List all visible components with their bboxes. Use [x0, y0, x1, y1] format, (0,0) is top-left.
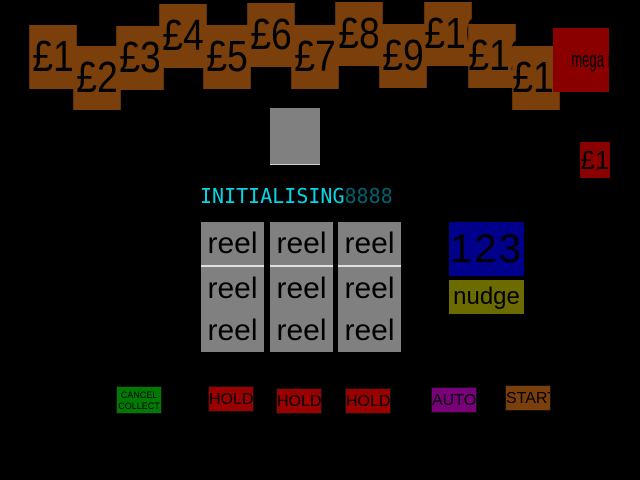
trail-box-5: £5: [203, 25, 251, 89]
trail-box-12: £12: [468, 24, 516, 88]
reel-3-symbol-middle: reel: [344, 272, 395, 305]
trail-box-10: £10: [424, 2, 472, 66]
trail-box-6: £6: [247, 3, 295, 67]
trail-box-8: £8: [335, 2, 383, 66]
cancel-collect-button[interactable]: CANCEL COLLECT: [116, 386, 162, 414]
number-display: 123: [449, 222, 524, 276]
reel-1-symbol-middle: reel: [207, 272, 258, 305]
trail-box-3: £3: [116, 26, 164, 90]
reel-3: reel reel reel: [338, 222, 401, 352]
start-button[interactable]: START: [505, 385, 551, 411]
trail-box-15: £15: [512, 46, 560, 110]
feature-window: [270, 108, 320, 165]
reel-1: reel reel reel: [201, 222, 264, 352]
status-display: INITIALISING8888: [200, 184, 393, 208]
reel-1-symbol-top: reel: [201, 222, 264, 267]
reel-2: reel reel reel: [270, 222, 333, 352]
trail-box-9: £9: [379, 24, 427, 88]
trail-box-2: £2: [73, 46, 121, 110]
reel-3-symbol-top: reel: [338, 222, 401, 267]
auto-button[interactable]: AUTO: [431, 387, 477, 413]
status-text: INITIALISING: [200, 184, 345, 208]
hold-button-1[interactable]: HOLD: [208, 386, 254, 412]
reel-3-symbol-bottom: reel: [344, 314, 395, 347]
status-segment-tail: 8888: [344, 184, 393, 208]
mega-roll-label: mega roll: [571, 47, 609, 72]
hold-button-2[interactable]: HOLD: [276, 388, 322, 414]
reel-2-symbol-bottom: reel: [276, 314, 327, 347]
top-prize-lamp: £1: [580, 142, 610, 178]
reel-1-symbol-bottom: reel: [207, 314, 258, 347]
collect-label: COLLECT: [118, 401, 160, 411]
hold-button-3[interactable]: HOLD: [345, 388, 391, 414]
trail-box-7: £7: [291, 25, 339, 89]
mega-roll-box: mega roll: [553, 28, 609, 92]
reel-2-symbol-top: reel: [270, 222, 333, 267]
nudge-display: nudge: [449, 280, 524, 314]
trail-box-4: £4: [159, 4, 207, 68]
reel-2-symbol-middle: reel: [276, 272, 327, 305]
cancel-label: CANCEL: [120, 390, 158, 400]
trail-box-1: £1: [29, 25, 77, 89]
